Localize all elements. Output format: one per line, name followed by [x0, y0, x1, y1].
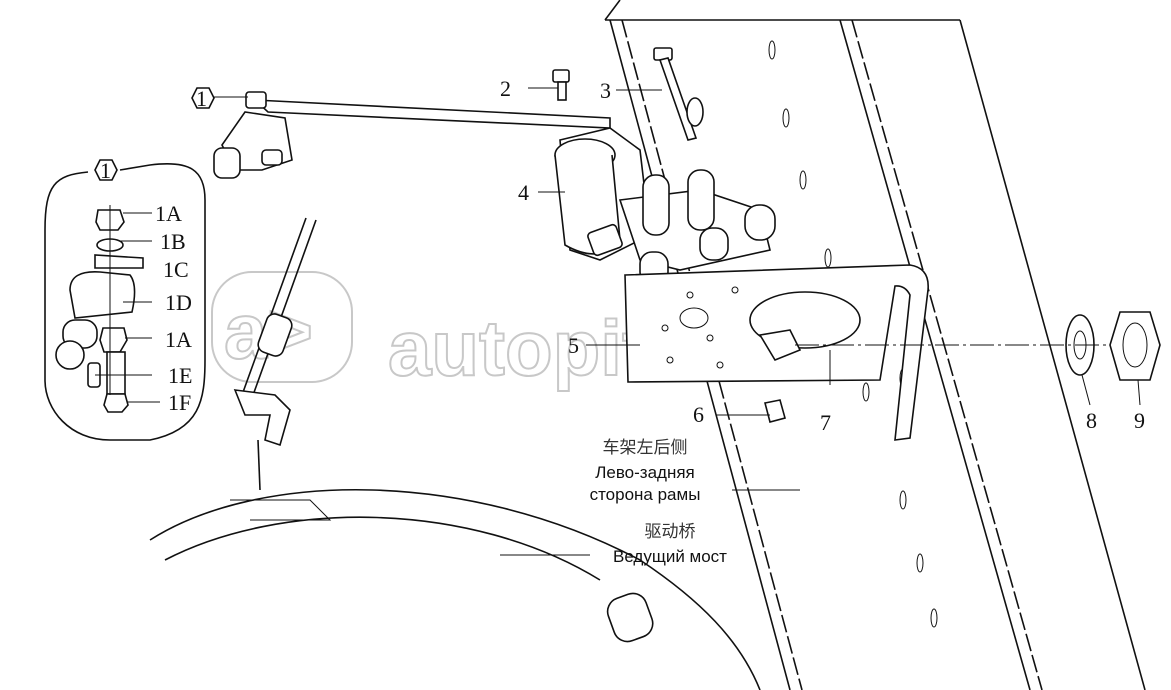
- callout-5: 5: [568, 333, 579, 358]
- callout-1-detail: 1: [100, 158, 111, 183]
- callout-hex-1: [191, 87, 215, 109]
- axle-caption-cn: 驱动桥: [644, 522, 696, 541]
- callout-1: 1: [196, 86, 207, 111]
- callout-2: 2: [500, 76, 511, 101]
- callout-4: 4: [518, 180, 529, 205]
- callout-9: 9: [1134, 408, 1145, 433]
- frame-caption-cn: 车架左后侧: [602, 438, 688, 457]
- callout-1D: 1D: [165, 290, 192, 315]
- callout-1E: 1E: [168, 363, 192, 388]
- valve-bracket: [624, 264, 929, 441]
- bolts: [552, 47, 704, 141]
- callout-3: 3: [600, 78, 611, 103]
- height-valve-linkage: [233, 217, 317, 491]
- frame-caption-ru-2: сторона рамы: [589, 485, 701, 504]
- callout-6: 6: [693, 402, 704, 427]
- leveling-valve: [213, 91, 776, 285]
- callout-1B: 1B: [160, 229, 186, 254]
- callout-1A-bottom: 1A: [165, 327, 192, 352]
- drive-axle: [149, 488, 761, 690]
- axle-caption-ru: Ведущий мост: [613, 547, 727, 566]
- callout-1C: 1C: [163, 257, 189, 282]
- leader-lines: [95, 87, 1141, 556]
- callout-hex-1-detail: [94, 159, 118, 181]
- callout-1A-top: 1A: [155, 201, 182, 226]
- callout-1F: 1F: [168, 390, 191, 415]
- washer-and-nut: [795, 311, 1161, 381]
- callout-7: 7: [820, 410, 831, 435]
- frame-caption-ru-1: Лево-задняя: [595, 463, 695, 482]
- detail-bubble: [44, 163, 206, 441]
- callout-8: 8: [1086, 408, 1097, 433]
